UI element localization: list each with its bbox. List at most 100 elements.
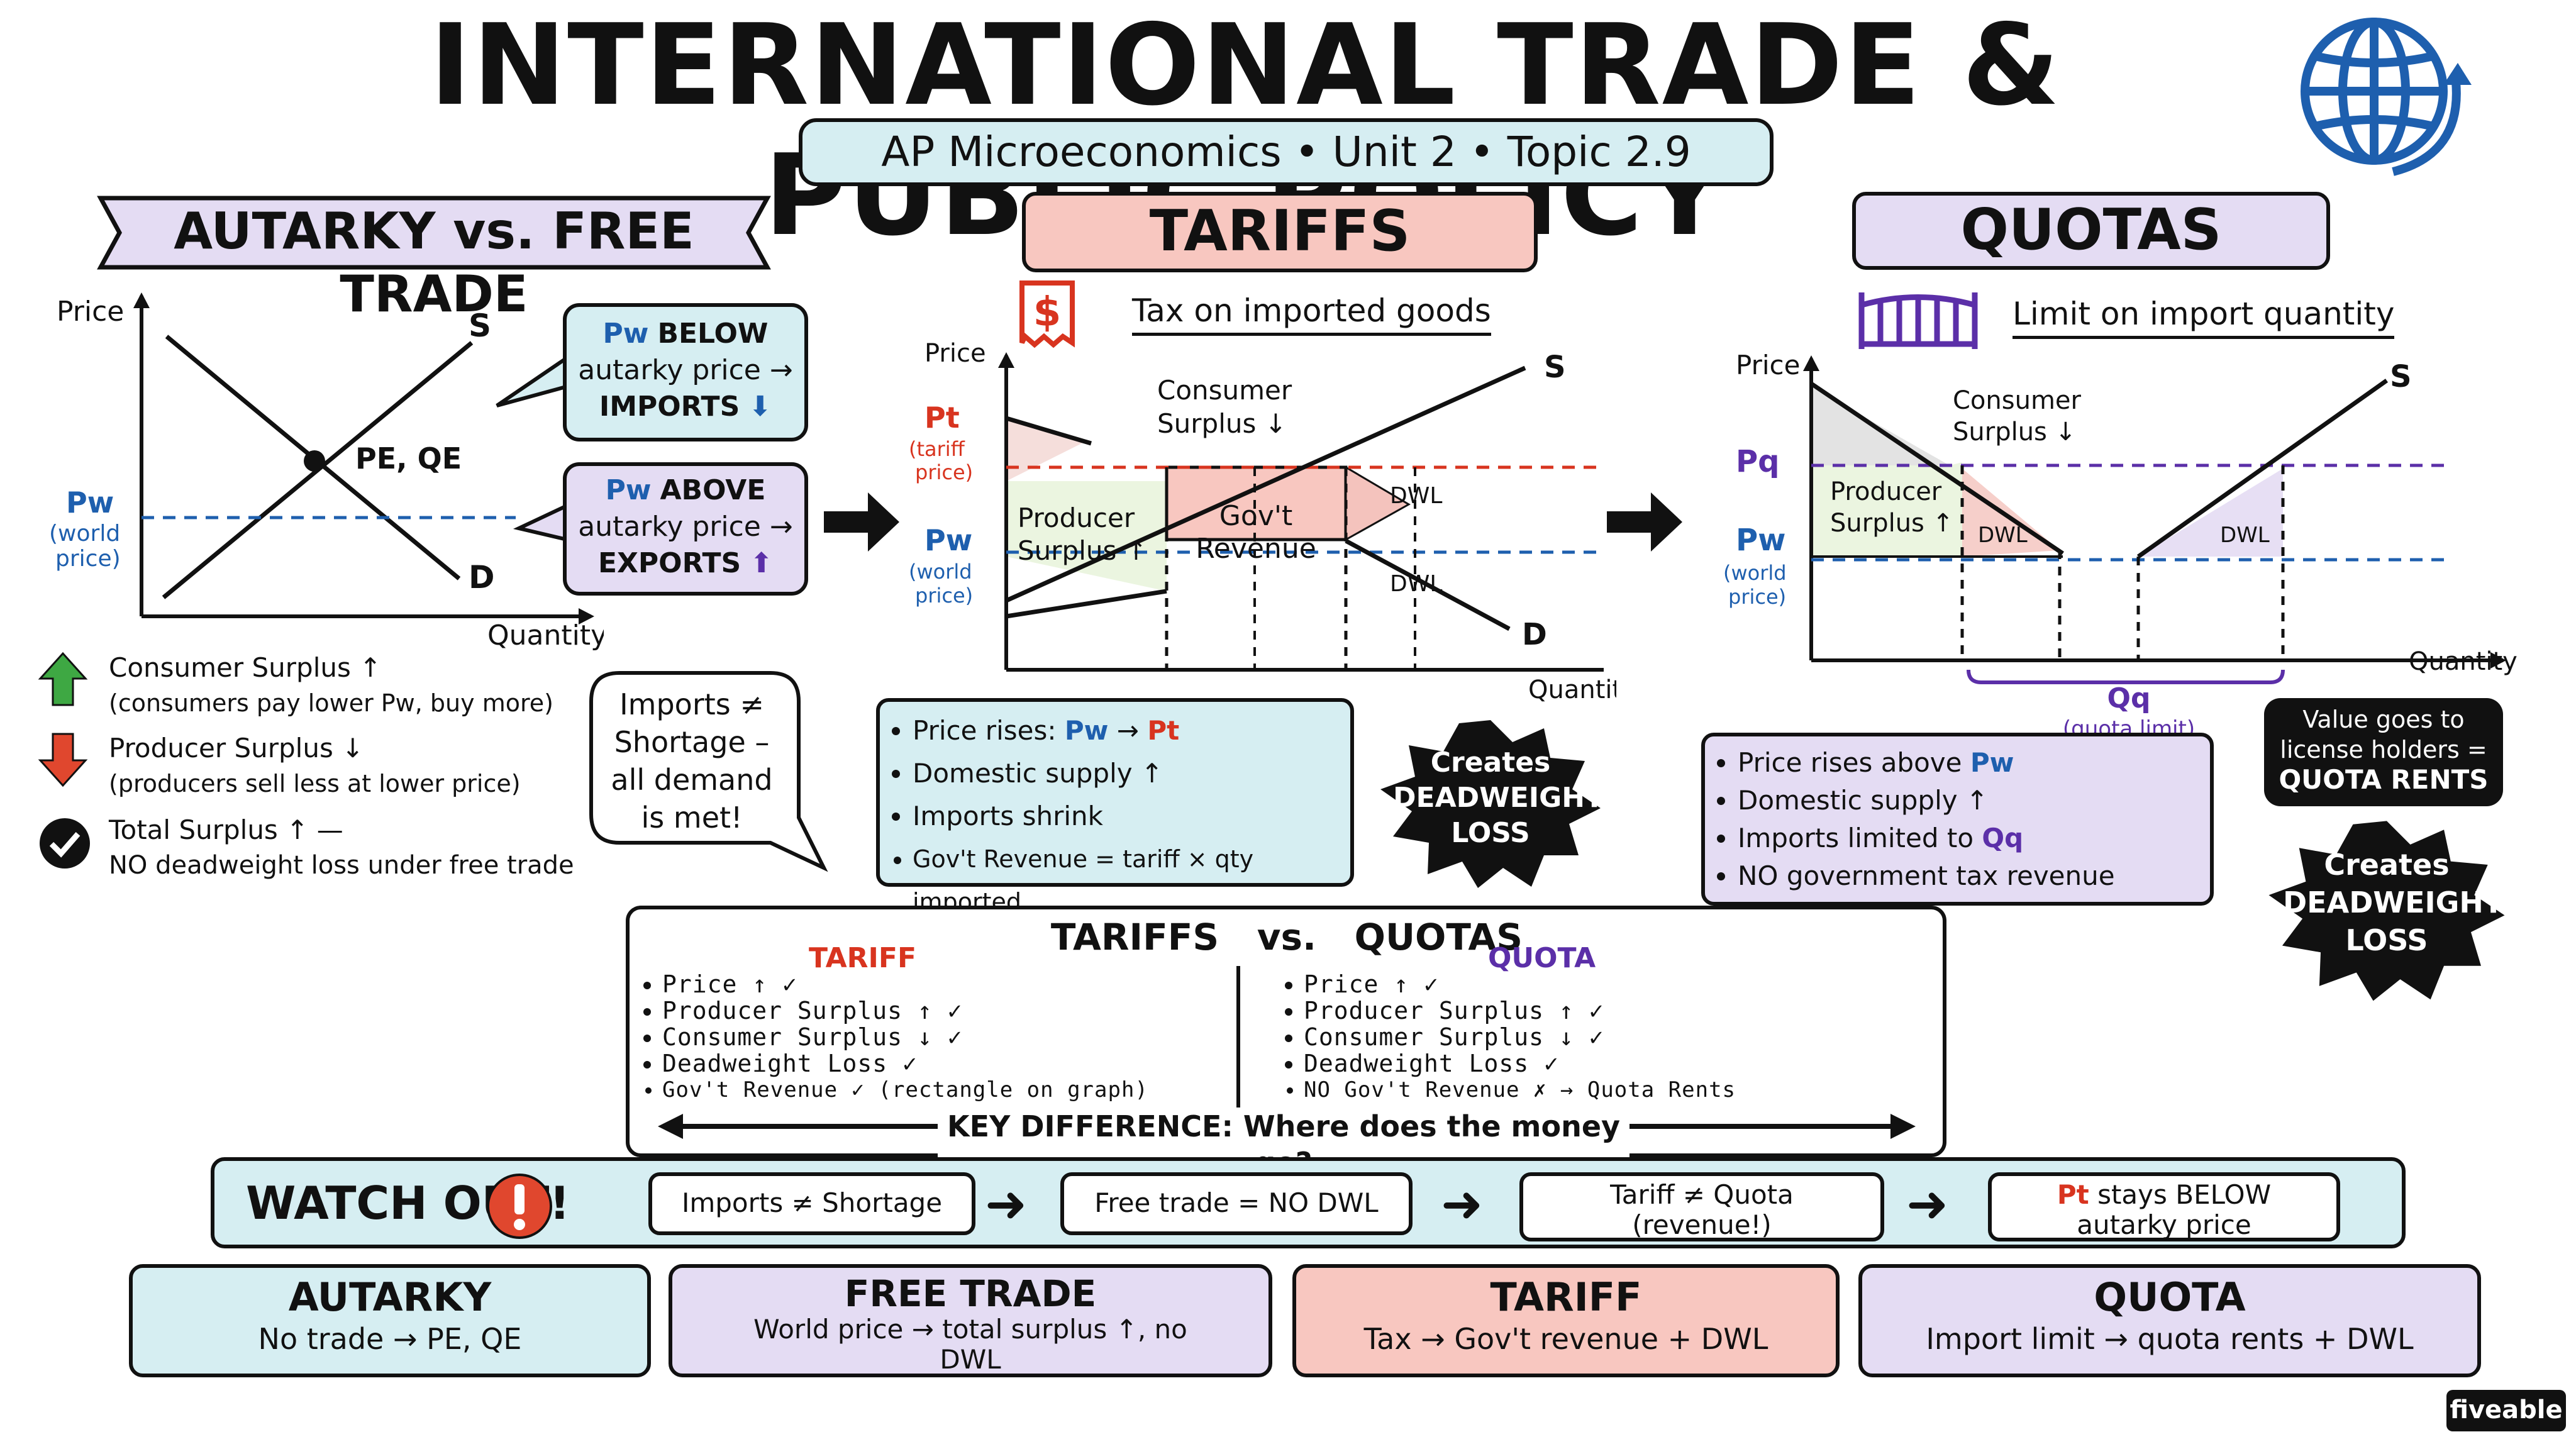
- below-word: BELOW: [657, 318, 769, 350]
- above-word: ABOVE: [660, 474, 766, 506]
- watch-arrow-1-icon: ➜: [985, 1175, 1028, 1233]
- quota-check-2: Producer Surplus ↑ ✓: [1304, 997, 1736, 1024]
- tariff-dwl-label-2: DWL: [1390, 571, 1442, 597]
- tariff-cs-label-2: Surplus ↓: [1157, 408, 1287, 439]
- effect-consumer-surplus: Consumer Surplus ↑ (consumers pay lower …: [35, 651, 601, 731]
- effect-producer-surplus: Producer Surplus ↓ (producers sell less …: [35, 731, 601, 813]
- surplus-effects-list: Consumer Surplus ↑ (consumers pay lower …: [35, 651, 601, 895]
- quota-dwl-label-1: DWL: [1978, 523, 2028, 548]
- tariffs-vs-quotas-box: TARIFFS vs. QUOTAS TARIFF QUOTA Price ↑ …: [626, 906, 1946, 1181]
- warning-icon: [487, 1174, 552, 1239]
- quota-badge-line-3: LOSS: [2345, 923, 2428, 957]
- tariff-demand-curve: [1006, 416, 1092, 446]
- pw-label: Pw: [66, 486, 114, 519]
- summary-card-tariff: TARIFF Tax → Gov't revenue + DWL: [1292, 1264, 1840, 1377]
- effect-3-note: NO deadweight loss under free trade: [109, 851, 574, 880]
- quota-bullet-price: Price rises above Pw: [1738, 744, 2210, 782]
- tariff-cs-label: Consumer: [1157, 375, 1292, 406]
- summary-tariff-title: TARIFF: [1490, 1274, 1642, 1320]
- pw-note-line2: price): [55, 546, 121, 572]
- tariff-checklist: Price ↑ ✓ Producer Surplus ↑ ✓ Consumer …: [630, 971, 1148, 1103]
- pt-note-line1: (tariff: [909, 437, 965, 461]
- tariffs-banner: TARIFFS: [1022, 192, 1538, 272]
- tariff-quantity-axis-label: Quantity: [1528, 675, 1616, 704]
- tariff-badge-line-1: Creates: [1430, 747, 1551, 779]
- quota-graph: Price Quantity S Pq Pw (world price) Con…: [1723, 350, 2518, 741]
- quota-check-3: Consumer Surplus ↓ ✓: [1304, 1024, 1736, 1050]
- quota-effects-box: Price rises above Pw Domestic supply ↑ I…: [1701, 733, 2214, 906]
- arrow-to-tariffs-icon: [824, 492, 899, 552]
- quota-check-1: Price ↑ ✓: [1304, 971, 1736, 997]
- tariff-ps-label: Producer: [1018, 502, 1135, 533]
- quota-bullet-imports: Imports limited to Qq: [1738, 819, 2210, 857]
- comparison-divider: [1236, 966, 1240, 1108]
- watch-item-3: Tariff ≠ Quota (revenue!): [1519, 1172, 1884, 1241]
- tariff-pw-note-line2: price): [915, 584, 973, 608]
- quotas-subtitle: Limit on import quantity: [2012, 296, 2395, 339]
- callout-below-pointer: [496, 357, 567, 408]
- quota-cs-label: Consumer: [1953, 386, 2082, 415]
- quota-ps-label: Producer: [1830, 477, 1942, 506]
- quota-rents-box: Value goes to license holders = QUOTA RE…: [2264, 698, 2503, 806]
- quota-supply-label: S: [2390, 359, 2412, 394]
- autarky-graph: Price Quantity S D PE, QE Pw (world pric…: [49, 292, 604, 652]
- summary-free-trade-title: FREE TRADE: [844, 1272, 1097, 1315]
- tariff-bullet-imports: Imports shrink: [913, 795, 1350, 838]
- speech-line-1: Imports ≠: [619, 687, 764, 721]
- quota-check-4: Deadweight Loss ✓: [1304, 1050, 1736, 1077]
- summary-autarky-title: AUTARKY: [288, 1274, 492, 1320]
- callout-above-pointer: [513, 501, 574, 543]
- pt-in-watch: Pt: [2057, 1179, 2089, 1210]
- qq-label: Qq: [2107, 682, 2151, 714]
- effect-1-note: (consumers pay lower Pw, buy more): [109, 689, 553, 717]
- speech-bubble-text: Imports ≠ Shortage – all demand is met!: [594, 686, 789, 836]
- pq-label: Pq: [1736, 444, 1780, 479]
- quota-bullet-revenue: NO government tax revenue: [1738, 857, 2210, 895]
- tariff-check-1: Price ↑ ✓: [662, 971, 1148, 997]
- gov-revenue-label-2: Revenue: [1196, 533, 1316, 565]
- check-circle-icon: [40, 818, 90, 869]
- tariff-demand-label: D: [1522, 617, 1547, 652]
- purple-up-arrow-icon: ⬆: [750, 547, 774, 579]
- gov-revenue-label: Gov't: [1219, 500, 1292, 532]
- quotas-banner: QUOTAS: [1852, 192, 2330, 270]
- red-down-arrow-icon: [38, 733, 88, 787]
- comparison-title: TARIFFS vs. QUOTAS: [1050, 916, 1523, 958]
- summary-autarky-text: No trade → PE, QE: [258, 1322, 522, 1356]
- quota-dwl-badge-shape: [2268, 821, 2505, 1001]
- tariff-dwl-badge-shape: [1380, 720, 1601, 888]
- tariff-graph: Price Quantity S D Pt (tariff price) Pw …: [909, 340, 1616, 704]
- callout-pw-below: Pw BELOW autarky price → IMPORTS ⬇: [563, 303, 808, 441]
- gate-icon: [1858, 292, 1978, 349]
- globe-icon: [2301, 18, 2472, 176]
- quota-dwl-badge-text: Creates DEADWEIGHT LOSS: [2283, 846, 2503, 959]
- above-line2: autarky price →: [578, 511, 793, 543]
- watch-item-2: Free trade = NO DWL: [1060, 1172, 1413, 1235]
- pt-label: Pt: [924, 401, 960, 435]
- autarky-banner-shape: [97, 196, 771, 270]
- tax-receipt-icon: $: [1019, 280, 1075, 348]
- effect-1-title: Consumer Surplus ↑: [109, 652, 382, 683]
- quota-dwl-label-2: DWL: [2220, 523, 2270, 548]
- speech-bubble-shape: [589, 671, 828, 872]
- svg-text:$: $: [1033, 289, 1062, 336]
- below-line2: autarky price →: [578, 354, 793, 386]
- watch-arrow-2-icon: ➜: [1441, 1175, 1484, 1233]
- tariff-supply-curve: [1005, 365, 1526, 603]
- pw-below-symbol: Pw: [602, 318, 649, 350]
- quantity-axis-label: Quantity: [487, 619, 604, 652]
- tariff-dwl-badge-text: Creates DEADWEIGHT LOSS: [1393, 745, 1604, 851]
- arrow-to-quotas-icon: [1607, 492, 1682, 552]
- tariff-dwl-label-1: DWL: [1390, 483, 1442, 509]
- quota-bullet-supply: Domestic supply ↑: [1738, 782, 2210, 819]
- blue-down-arrow-icon: ⬇: [748, 391, 772, 423]
- summary-quota-text: Import limit → quota rents + DWL: [1926, 1322, 2414, 1356]
- tariff-supply-label: S: [1544, 350, 1566, 385]
- speech-line-4: is met!: [641, 801, 743, 835]
- price-axis-label: Price: [57, 296, 124, 328]
- tariff-price-axis-label: Price: [924, 340, 986, 368]
- summary-free-trade-text: World price → total surplus ↑, no DWL: [753, 1314, 1187, 1375]
- tariffs-subtitle: Tax on imported goods: [1132, 292, 1491, 336]
- effect-2-note: (producers sell less at lower price): [109, 770, 521, 797]
